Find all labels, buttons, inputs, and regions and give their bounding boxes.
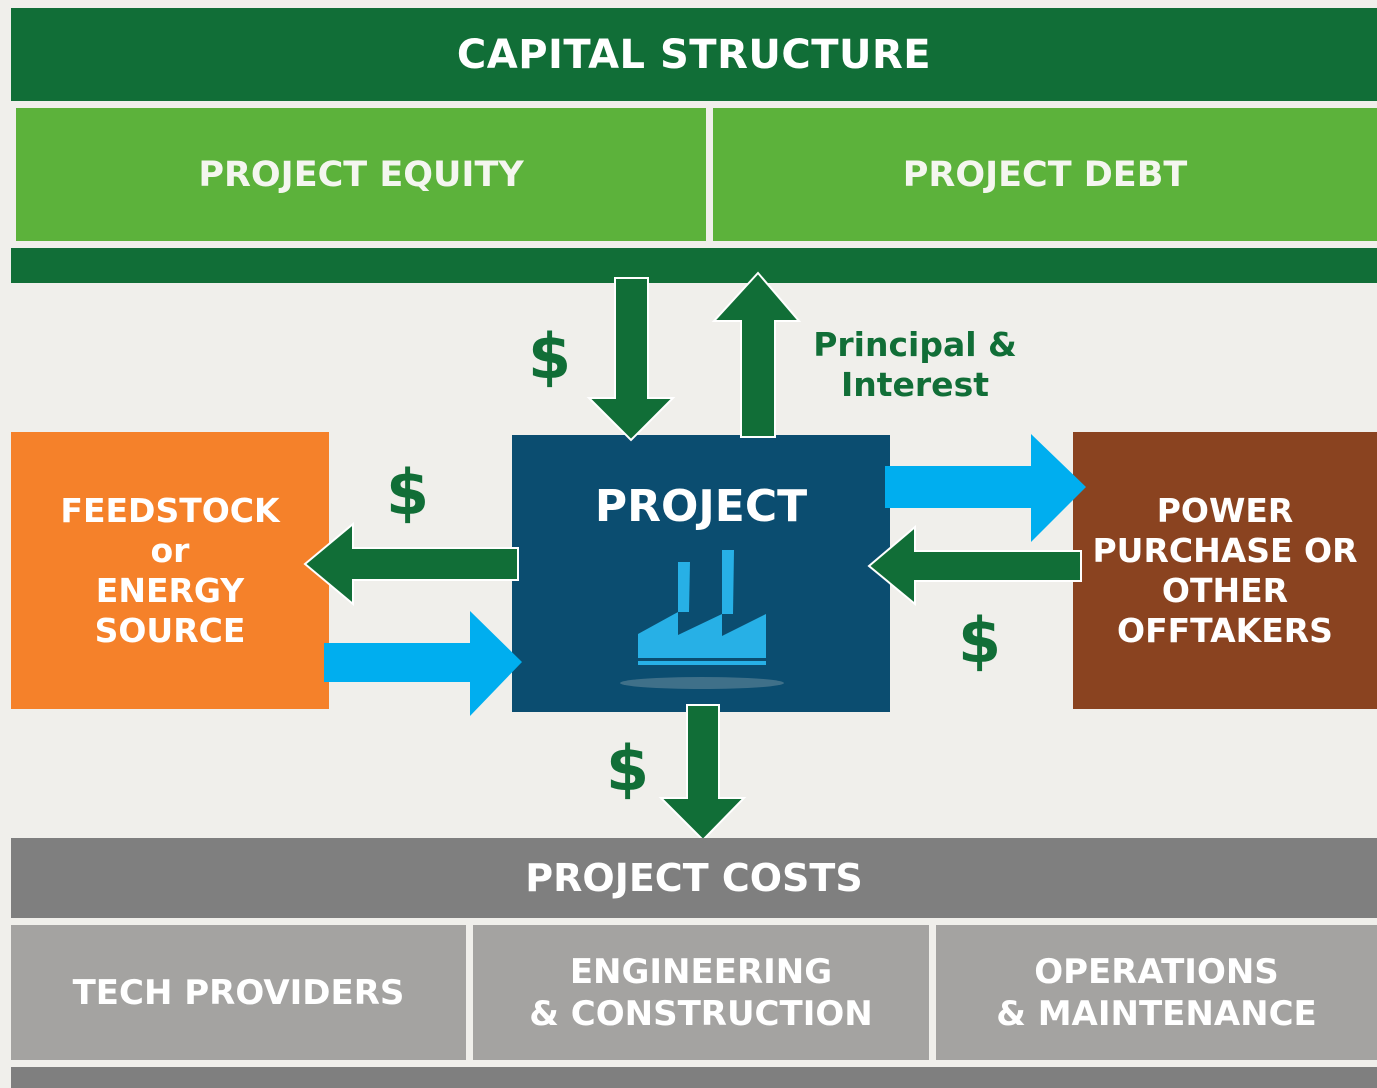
- engineering-line-1: ENGINEERING: [569, 951, 833, 992]
- engineering-line-2: & CONSTRUCTION: [529, 993, 873, 1034]
- offtaker-label-line-4: OFFTAKERS: [1117, 610, 1333, 650]
- engineering-construction-box: ENGINEERING & CONSTRUCTION: [473, 925, 929, 1060]
- arrow-payment-to-costs: [658, 704, 747, 842]
- arrow-payment-to-feedstock: [303, 521, 519, 607]
- capital-structure-header: CAPITAL STRUCTURE: [11, 8, 1377, 101]
- project-box: PROJECT: [512, 435, 890, 712]
- project-equity-box: PROJECT EQUITY: [16, 108, 706, 241]
- operations-maintenance-box: OPERATIONS & MAINTENANCE: [936, 925, 1377, 1060]
- offtaker-label-line-2: PURCHASE OR: [1092, 530, 1358, 570]
- feedstock-label-line-3: ENERGY: [95, 570, 245, 610]
- arrow-output-to-offtaker: [885, 434, 1086, 542]
- principal-interest-line-2: Interest: [840, 365, 989, 404]
- offtaker-label-line-1: POWER: [1156, 490, 1294, 530]
- arrow-feedstock-to-project: [324, 611, 522, 716]
- feedstock-label-line-2: or: [150, 530, 190, 570]
- principal-interest-label: Principal & Interest: [780, 325, 1050, 405]
- project-costs-title: PROJECT COSTS: [525, 856, 863, 900]
- factory-icon: [620, 550, 784, 689]
- capital-structure-title: CAPITAL STRUCTURE: [456, 31, 932, 78]
- project-costs-base-bar: [11, 1067, 1377, 1088]
- feedstock-label-line-1: FEEDSTOCK: [60, 490, 280, 530]
- operations-line-2: & MAINTENANCE: [996, 993, 1317, 1034]
- project-equity-label: PROJECT EQUITY: [198, 154, 524, 195]
- feedstock-label-line-4: SOURCE: [94, 610, 246, 650]
- dollar-sign-cost-payment: $: [606, 732, 650, 805]
- tech-providers-label: TECH PROVIDERS: [72, 972, 405, 1013]
- principal-interest-line-1: Principal &: [813, 325, 1017, 364]
- dollar-sign-equity-flow: $: [528, 320, 572, 393]
- feedstock-box: FEEDSTOCK or ENERGY SOURCE: [11, 432, 329, 709]
- dollar-sign-feedstock-payment: $: [386, 456, 430, 529]
- capital-structure-base-bar: [11, 248, 1377, 283]
- tech-providers-box: TECH PROVIDERS: [11, 925, 466, 1060]
- project-costs-header: PROJECT COSTS: [11, 838, 1377, 918]
- project-debt-box: PROJECT DEBT: [713, 108, 1377, 241]
- dollar-sign-offtaker-revenue: $: [958, 604, 1002, 677]
- offtaker-box: POWER PURCHASE OR OTHER OFFTAKERS: [1073, 432, 1377, 709]
- project-debt-label: PROJECT DEBT: [902, 154, 1188, 195]
- arrow-capital-to-project: [586, 277, 676, 442]
- offtaker-label-line-3: OTHER: [1161, 570, 1289, 610]
- project-title: PROJECT: [594, 481, 808, 532]
- operations-line-1: OPERATIONS: [1034, 951, 1279, 992]
- arrow-revenue-to-project: [867, 524, 1082, 607]
